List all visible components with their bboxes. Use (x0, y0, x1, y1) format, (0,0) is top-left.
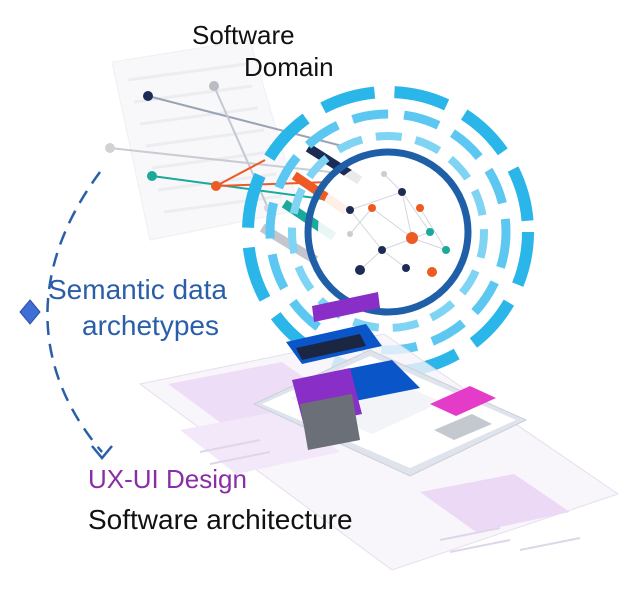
semantic-archetypes-label-line2: archetypes (82, 310, 219, 341)
domain-nodes (105, 81, 272, 212)
ux-ui-design-label: UX-UI Design (88, 464, 247, 494)
dashed-curved-arrow (46, 171, 113, 460)
software-domain-label-line2: Domain (244, 52, 334, 82)
software-architecture-label: Software architecture (88, 504, 353, 535)
menu-panels (286, 292, 420, 450)
diamond-marker (19, 299, 41, 325)
semantic-archetypes-label-line1: Semantic data (48, 274, 227, 305)
network-graph (318, 160, 458, 300)
software-domain-label-line1: Software (192, 20, 295, 50)
